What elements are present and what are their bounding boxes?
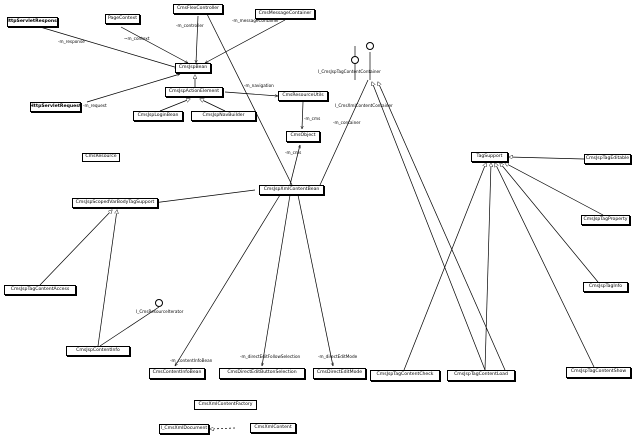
class-cms-direct-edit-mode: CmsDirectEditMode <box>313 368 366 379</box>
class-cms-jsp-tag-content-load: CmsJspTagContentLoad <box>447 370 515 381</box>
assoc-line <box>289 145 300 186</box>
assoc-line <box>297 194 333 366</box>
role-label: ~m_context <box>124 36 150 41</box>
assoc-line <box>29 23 178 68</box>
class-cms-jsp-tag-edit-able: CmsJspTagEditable <box>584 154 631 164</box>
class-page-context: PageContext <box>105 14 140 24</box>
class-i-cms-xml-document: I_CmsXmlDocument <box>159 424 209 434</box>
class-cms-jsp-tag-content-show: CmsJspTagContentShow <box>566 367 631 378</box>
role-label: -m_cms <box>285 150 302 155</box>
interface-circle-icon <box>366 42 374 50</box>
class-tag-support: TagSupport <box>471 152 508 162</box>
assoc-line <box>224 91 278 96</box>
assoc-line <box>205 19 286 64</box>
inherit-line <box>378 82 506 371</box>
inherit-line <box>372 82 486 371</box>
inherit-line <box>200 99 226 112</box>
class-cms-jsp-content-info: CmsJspContentInfo <box>66 346 130 356</box>
inherit-line <box>39 210 112 286</box>
role-label: -m_messageContainer <box>232 18 279 23</box>
assoc-line <box>262 194 291 366</box>
interface-label: I_CmsXmlContentContainer <box>335 103 393 108</box>
interface-label: I_CmsJspTagContentContainer <box>318 69 381 74</box>
class-cms-direct-edit-button-selection: CmsDirectEditButtonSelection <box>219 368 305 379</box>
class-cms-resource-utils: CmsResourceUtils <box>278 91 328 101</box>
role-label: -m_container <box>333 120 361 125</box>
role-label: -m_contentInfoBean <box>170 358 213 363</box>
inherit-line <box>403 163 486 371</box>
class-cms-jsp-tag-content-check: CmsJspTagContentCheck <box>370 370 440 381</box>
class-cms-jsp-bean: CmsJspBean <box>175 63 211 73</box>
assoc-line <box>319 79 369 186</box>
class-cms-jsp-scope-var-body-tag-support: CmsJspScopedVarBodyTagSupport <box>72 198 158 208</box>
class-cms-resource: CmsResource <box>82 153 120 162</box>
interface-label: I_CmsResourceIterator <box>136 309 184 314</box>
iface-line <box>99 306 160 347</box>
role-label: -m_navigation <box>244 83 274 88</box>
inherit-line <box>484 163 491 371</box>
class-cms-jsp-action-element: CmsJspActionElement <box>165 87 223 97</box>
class-http-servlet-request: HttpServletRequest <box>30 102 81 112</box>
inherit-line <box>505 163 604 216</box>
assoc-line <box>210 428 236 429</box>
class-cms-xml-content-factory: CmsXmlContentFactory <box>194 400 257 410</box>
assoc-line <box>120 26 188 64</box>
class-cms-flex-controller: CmsFlexController <box>173 4 223 14</box>
class-cms-object: CmsObject <box>286 131 320 142</box>
role-label: -m_directEditFollowSelection <box>240 354 301 359</box>
class-cms-jsp-login-bean: CmsJspLoginBean <box>133 111 183 121</box>
class-cms-xml-content: CmsXmlContent <box>250 423 296 433</box>
assoc-line <box>174 194 281 366</box>
assoc-line <box>302 101 303 129</box>
assoc-line <box>205 11 293 186</box>
role-label: -m_directEditMode <box>318 354 358 359</box>
inherit-line <box>509 157 585 160</box>
role-label: -m_cms <box>304 116 321 121</box>
inherit-line <box>97 210 117 347</box>
assoc-line <box>196 15 199 63</box>
class-cms-content-info-bean: CmsContentInfoBean <box>149 368 205 379</box>
inherit-line <box>500 163 599 283</box>
class-cms-jsp-tag-info: CmsJspTagInfo <box>583 282 628 292</box>
class-cms-message-container: CmsMessageContainer <box>255 9 315 19</box>
interface-circle-icon <box>155 299 163 307</box>
assoc-line <box>86 74 180 103</box>
class-http-servlet-response: HttpServletResponse <box>7 17 58 27</box>
inherit-line <box>153 189 256 203</box>
class-cms-jsp-navigation-bean: CmsJspNavBuilder <box>191 111 256 121</box>
class-cms-jsp-tag-property: CmsJspTagProperty <box>581 215 630 225</box>
role-label: -m_controller <box>176 23 204 28</box>
inherit-line <box>495 163 595 368</box>
interface-circle-icon <box>351 56 359 64</box>
role-label: -m_response <box>58 39 85 44</box>
inherit-line <box>159 99 190 112</box>
role-label: -m_request <box>83 103 107 108</box>
class-cms-jsp-tag-content-access: CmsJspTagContentAccess <box>4 285 76 295</box>
class-cms-jsp-xml-content-bean: CmsJspXmlContentBean <box>259 185 324 195</box>
